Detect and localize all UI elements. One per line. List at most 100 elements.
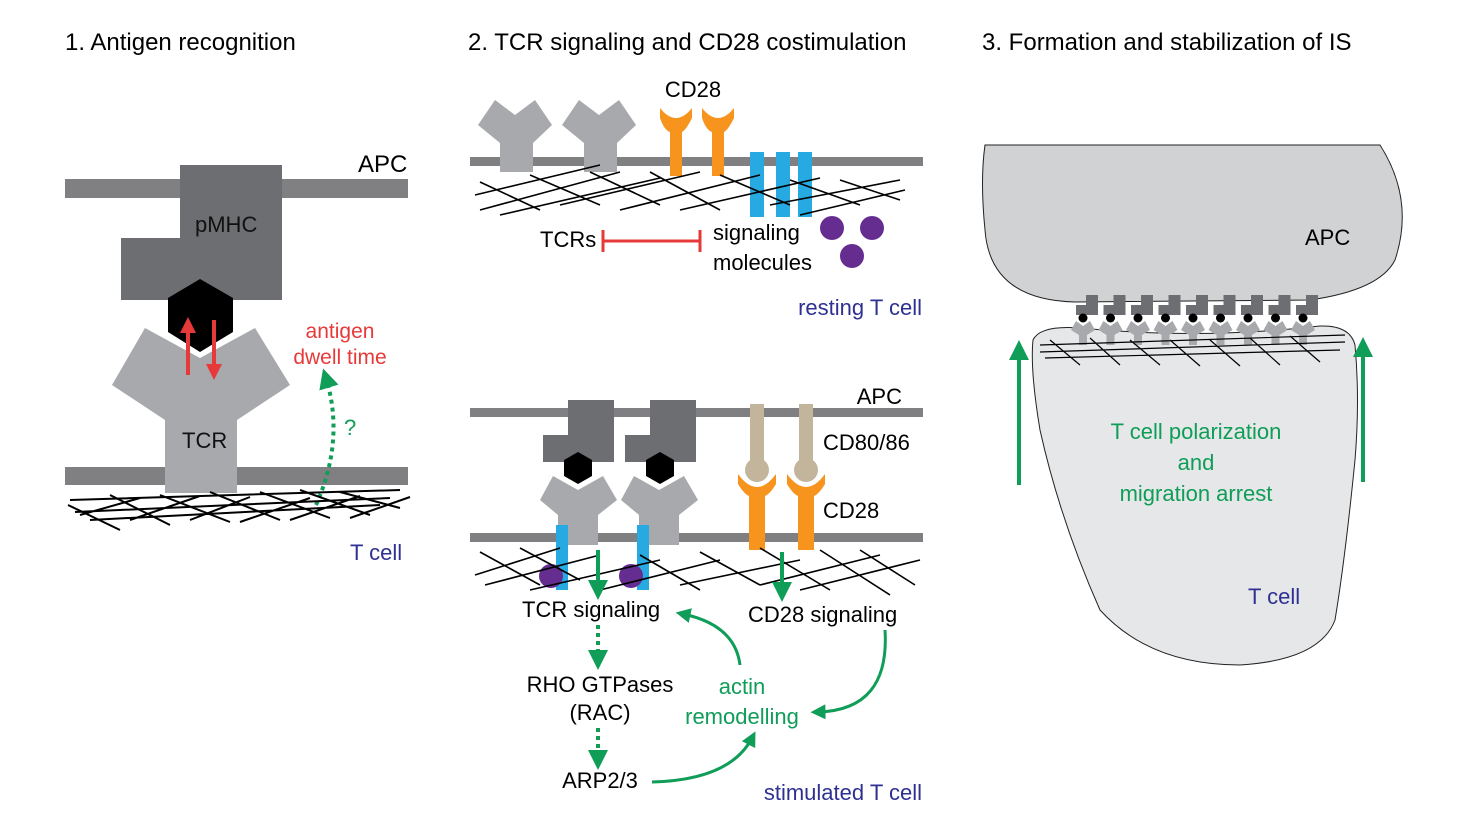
tcr-mini [1126,321,1150,345]
tcr-shape [562,100,636,172]
curved-arrow-icon [675,608,742,666]
tcr-mini [1263,321,1288,345]
pmhc-mini [1268,295,1291,315]
curved-arrow-icon [651,731,756,784]
apc-label: APC [358,151,407,178]
pmhc-shape [543,400,614,462]
panel-2-title: 2. TCR signaling and CD28 costimulation [468,29,906,56]
signaling-molecule-icon [619,564,643,588]
tcell-label: T cell [1248,584,1300,609]
antigen-hexagon [646,452,674,484]
tcr-shape [478,100,552,172]
synapse-receptors [1071,295,1318,345]
actin-line-2: remodelling [685,704,799,729]
dwell-line-2: dwell time [293,346,386,369]
curved-arrow-icon [810,629,887,720]
actin-mesh-2b [474,547,921,596]
signaling-bar [776,152,790,217]
resting-state-label: resting T cell [798,295,922,320]
panel-1-antigen-recognition: 1. Antigen recognition APC pMHC TCR anti… [65,29,411,565]
tcr-mini [1208,321,1233,345]
pmhc-mini [1186,295,1208,315]
cd28-shape [660,108,692,176]
panel-1-title: 1. Antigen recognition [65,29,296,56]
pmhc-mini [1296,295,1318,315]
antigen-dot [1271,313,1280,323]
stim-apc-label: APC [857,384,902,409]
cd28-shape [738,474,776,550]
polarization-line-1: T cell polarization [1111,419,1282,444]
apc-cell [982,144,1403,303]
inhibition-bar-icon [601,230,702,252]
rho-line-1: RHO GTPases [527,672,674,697]
stimulated-state-label: stimulated T cell [764,780,922,805]
tcr-signaling-label: TCR signaling [522,597,660,622]
antigen-hexagon [168,279,233,352]
signaling-bar [798,152,812,217]
antigen-hexagon [564,452,592,484]
resting-membrane [470,157,923,166]
rho-line-2: (RAC) [569,700,630,725]
panel-3-immune-synapse: 3. Formation and stabilization of IS APC… [982,29,1403,666]
cd80-stalk [799,404,813,464]
tcr-mini [1236,321,1260,345]
tcr-mini [1291,321,1315,345]
pmhc-shape [625,400,696,462]
tcr-label: TCR [182,428,227,453]
tcr-mini [1098,321,1123,345]
tcr-mini [1181,321,1205,345]
signaling-molecule-icon [840,244,864,268]
pmhc-label: pMHC [195,212,257,237]
tcr-shape [112,328,290,493]
pmhc-mini [1158,295,1181,315]
antigen-dot [1106,313,1115,323]
arp-label: ARP2/3 [562,768,638,793]
cd28-shape [702,108,734,176]
signaling-molecule-icon [860,216,884,240]
antigen-dot [1298,313,1308,323]
actin-mesh-3 [1039,334,1346,367]
signaling-line-2: molecules [713,250,812,275]
antigen-dot [1243,313,1253,323]
antigen-dot [1188,313,1198,323]
polarization-line-2: and [1178,450,1215,475]
panel-2-tcr-cd28: 2. TCR signaling and CD28 costimulation … [468,29,923,805]
apc-label: APC [1305,225,1350,250]
stim-apc-membrane [470,408,923,417]
actin-mesh-2a [474,164,906,216]
polarization-line-3: migration arrest [1120,481,1273,506]
stim-tcell-membrane [470,533,923,542]
dwell-line-1: antigen [306,320,375,343]
pmhc-mini [1103,295,1126,315]
cd80-head [794,458,818,482]
signaling-bar [750,152,764,217]
cd28-shape [787,474,825,550]
tcr-mini [1071,321,1095,345]
tcr-mini [1153,321,1178,345]
pmhc-mini [1076,295,1098,315]
question-mark: ? [344,415,356,440]
signaling-molecule-icon [820,216,844,240]
actin-line-1: actin [719,674,765,699]
cd8086-label: CD80/86 [823,430,910,455]
stim-cd28-label: CD28 [823,498,879,523]
signaling-line-1: signaling [713,220,800,245]
cd80-stalk [750,404,764,464]
cd28-label: CD28 [665,77,721,102]
antigen-dot [1216,313,1225,323]
antigen-dot [1161,313,1170,323]
pmhc-mini [1131,295,1153,315]
actin-mesh-1 [67,489,411,531]
pmhc-mini [1213,295,1236,315]
tcell-label: T cell [350,540,402,565]
antigen-dot [1133,313,1143,323]
cd80-head [745,458,769,482]
tcrs-label: TCRs [540,227,596,252]
pmhc-shape [121,165,282,300]
panel-3-title: 3. Formation and stabilization of IS [982,29,1352,56]
pmhc-mini [1241,295,1263,315]
antigen-dot [1078,313,1088,323]
cd28-signaling-label: CD28 signaling [748,602,897,627]
dotted-arrow-icon [314,368,339,506]
